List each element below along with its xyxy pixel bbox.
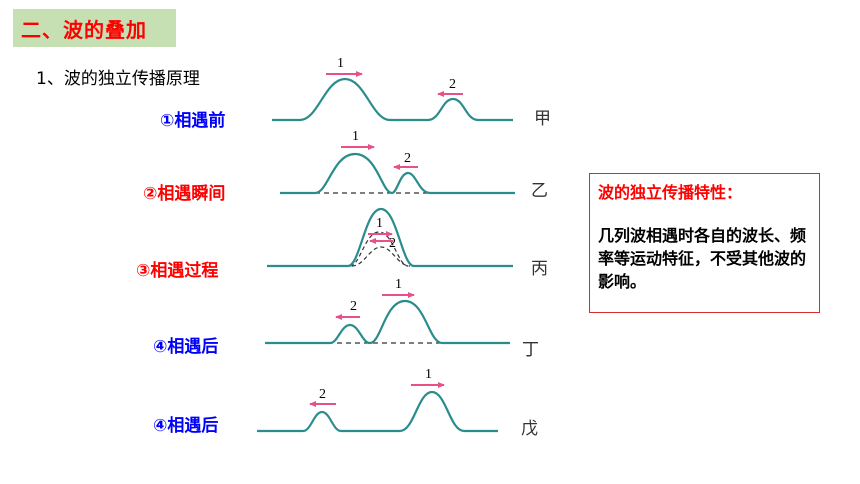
property-text: 几列波相遇时各自的波长、频率等运动特征，不受其他波的影响。: [598, 226, 807, 291]
wave-row-before: 1 2 甲: [272, 56, 551, 129]
stage-label-before: ①相遇前: [160, 111, 226, 131]
stage-label-meeting-process: ③相遇过程: [136, 261, 219, 281]
wave-dashed-component-2: [351, 246, 411, 267]
wave1-number-moment: 1: [352, 129, 359, 144]
wave2-number-moment: 2: [404, 151, 411, 166]
wave-line-before: [272, 77, 513, 122]
wave1-number-after-2: 1: [425, 367, 432, 382]
property-box: 波的独立传播特性： 几列波相遇时各自的波长、频率等运动特征，不受其他波的影响。: [589, 173, 820, 313]
wave-tag-ding: 丁: [522, 340, 539, 360]
wave-row-meeting-process: 1 2 丙: [267, 207, 548, 279]
wave2-number-before: 2: [449, 77, 456, 92]
section-title: 二、波的叠加: [13, 9, 176, 47]
wave-line-process: [267, 207, 513, 268]
wave-line-moment: [280, 152, 515, 195]
subtitle: 1、波的独立传播原理: [36, 69, 200, 89]
stage-label-after-1: ④相遇后: [153, 337, 219, 357]
property-title: 波的独立传播特性：: [598, 183, 743, 202]
wave2-number-after-2: 2: [319, 387, 326, 402]
wave-tag-bing: 丙: [531, 259, 548, 279]
wave1-number-after-1: 1: [395, 277, 402, 292]
wave-tag-jia: 甲: [534, 109, 551, 129]
wave-line-after-1: [265, 299, 510, 345]
wave-row-after-2: 2 1 戊: [257, 367, 538, 439]
stage-label-meeting-moment: ②相遇瞬间: [143, 184, 226, 204]
wave-tag-yi: 乙: [531, 181, 548, 201]
wave-row-meeting-moment: 1 2 乙: [280, 129, 548, 201]
wave-line-after-2: [257, 390, 498, 433]
wave1-number-process: 1: [376, 216, 383, 231]
wave2-number-after-1: 2: [350, 299, 357, 314]
wave1-number-before: 1: [337, 56, 344, 71]
wave-row-after-1: 2 1 丁: [265, 277, 539, 360]
wave-tag-wu: 戊: [521, 419, 538, 439]
stage-label-after-2: ④相遇后: [153, 416, 219, 436]
wave2-number-process: 2: [389, 236, 396, 251]
